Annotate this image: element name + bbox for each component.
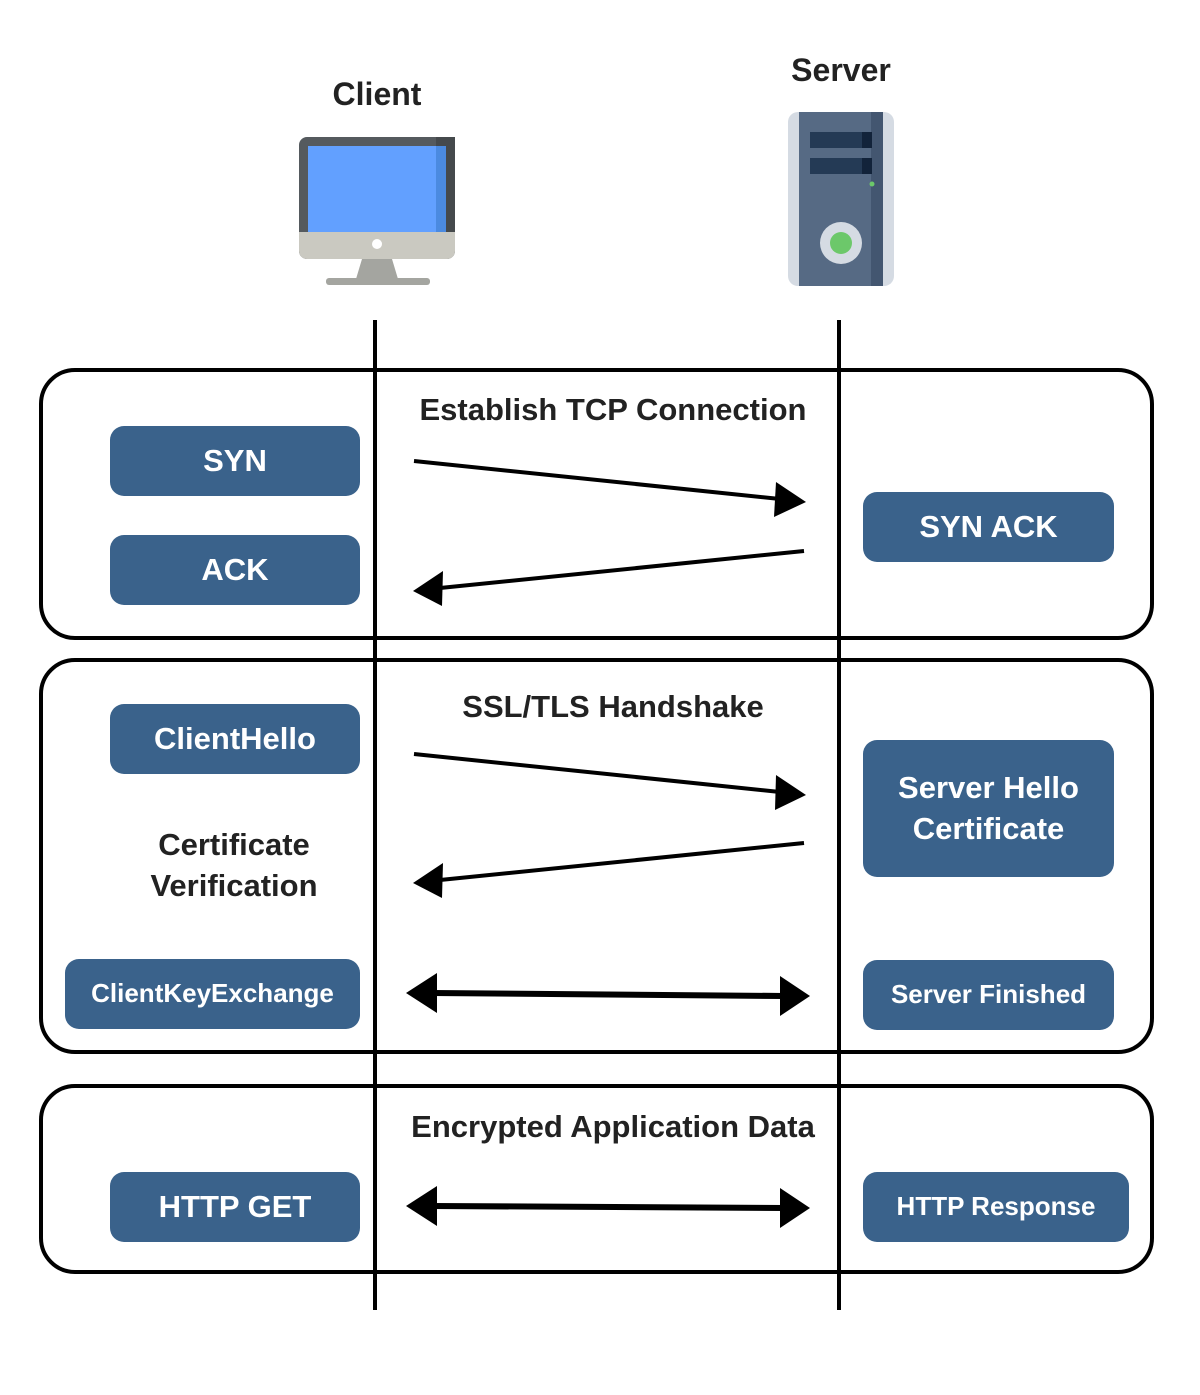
client-hello-arrow xyxy=(413,752,806,810)
server-hello-line: Server Hello xyxy=(898,770,1079,806)
tls-section-title: SSL/TLS Handshake xyxy=(462,689,764,724)
http-get-message: HTTP GET xyxy=(110,1172,360,1242)
certificate-verification-note: Certificate Verification xyxy=(104,825,364,907)
app-data-section-title: Encrypted Application Data xyxy=(411,1109,815,1144)
certificate-verification-line1: Certificate xyxy=(158,827,310,862)
server-label: Server xyxy=(791,52,891,88)
certificate-verification-line2: Verification xyxy=(150,867,318,903)
http-response-message: HTTP Response xyxy=(863,1172,1129,1242)
syn-ack-message: SYN ACK xyxy=(863,492,1114,562)
app-data-section xyxy=(39,1084,1154,1274)
certificate-line: Certificate xyxy=(912,810,1065,846)
syn-message: SYN xyxy=(110,426,360,496)
desktop-monitor-icon xyxy=(299,137,455,285)
status-led-icon xyxy=(869,181,875,187)
syn-arrow xyxy=(413,459,806,517)
key-exchange-two-way-arrow xyxy=(406,973,810,1016)
ack-message: ACK xyxy=(110,535,360,605)
syn-ack-arrow xyxy=(413,549,805,606)
client-key-exchange-message: ClientKeyExchange xyxy=(65,959,360,1029)
server-tower-icon xyxy=(788,112,894,286)
tls-section xyxy=(39,658,1154,1054)
tcp-section xyxy=(39,368,1154,640)
server-lifeline xyxy=(837,320,841,1310)
server-hello-arrow xyxy=(413,841,805,898)
client-lifeline xyxy=(373,320,377,1310)
tcp-section-title: Establish TCP Connection xyxy=(419,392,807,427)
server-hello-certificate-message: Server Hello Certificate xyxy=(863,740,1114,877)
client-label: Client xyxy=(332,76,422,112)
app-data-two-way-arrow xyxy=(406,1186,810,1228)
client-hello-message: ClientHello xyxy=(110,704,360,774)
server-finished-message: Server Finished xyxy=(863,960,1114,1030)
